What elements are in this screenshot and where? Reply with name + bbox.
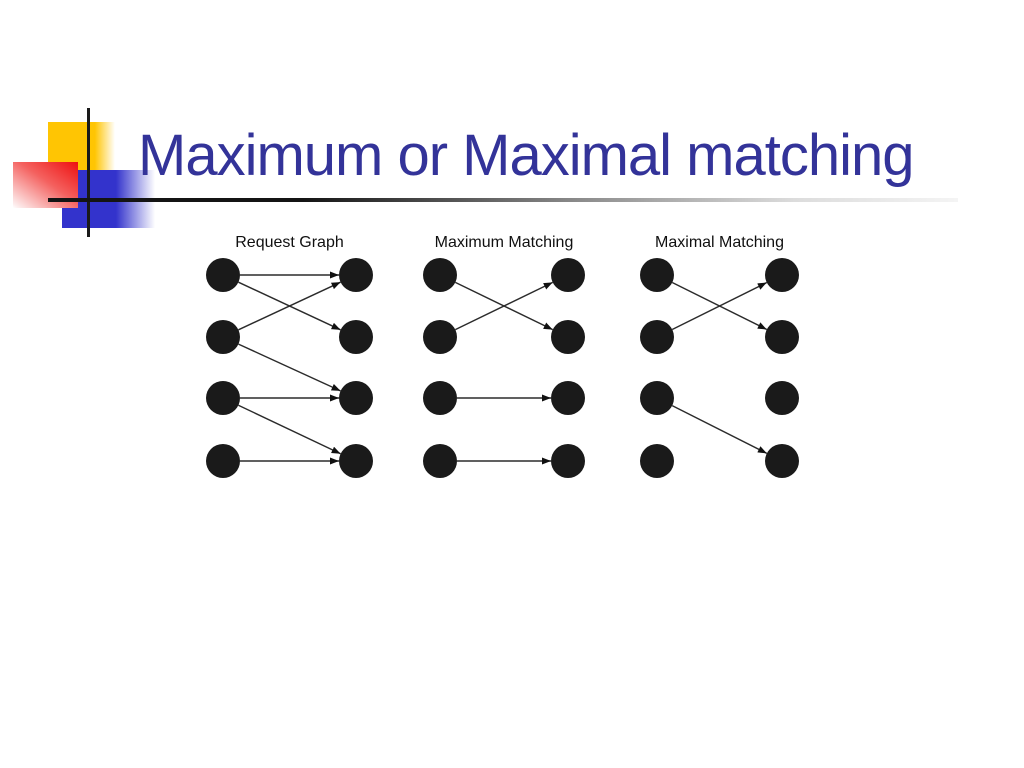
title-underline-rule bbox=[48, 198, 958, 202]
graph-node-0-left-2 bbox=[206, 320, 240, 354]
diagram-label-request-graph: Request Graph bbox=[235, 234, 344, 251]
graph-node-0-left-3 bbox=[206, 381, 240, 415]
diagram-label-maximal-matching: Maximal Matching bbox=[655, 234, 784, 251]
graph-edge-2-L3-R4 bbox=[671, 405, 768, 454]
graph-edge-1-L2-R1 bbox=[454, 281, 554, 331]
graph-node-2-right-3 bbox=[765, 381, 799, 415]
decor-vertical-line bbox=[87, 108, 90, 237]
graph-node-0-right-2 bbox=[339, 320, 373, 354]
graph-node-2-right-1 bbox=[765, 258, 799, 292]
graph-node-1-right-3 bbox=[551, 381, 585, 415]
diagram-label-maximum-matching: Maximum Matching bbox=[434, 234, 574, 251]
graph-node-1-right-1 bbox=[551, 258, 585, 292]
graph-node-1-right-4 bbox=[551, 444, 585, 478]
graph-node-1-left-3 bbox=[423, 381, 457, 415]
graph-node-2-left-2 bbox=[640, 320, 674, 354]
graph-node-2-left-4 bbox=[640, 444, 674, 478]
graph-node-2-left-1 bbox=[640, 258, 674, 292]
graph-node-0-left-4 bbox=[206, 444, 240, 478]
graph-node-1-left-1 bbox=[423, 258, 457, 292]
graph-edge-0-L2-R1 bbox=[238, 281, 341, 331]
graph-node-2-left-3 bbox=[640, 381, 674, 415]
graph-edge-0-L2-R3 bbox=[238, 343, 341, 392]
graph-node-0-left-1 bbox=[206, 258, 240, 292]
graph-node-0-right-1 bbox=[339, 258, 373, 292]
graph-node-2-right-4 bbox=[765, 444, 799, 478]
slide-title: Maximum or Maximal matching bbox=[138, 123, 915, 188]
graph-node-0-right-3 bbox=[339, 381, 373, 415]
graph-edge-2-L2-R1 bbox=[671, 281, 768, 331]
graph-edge-0-L3-R4 bbox=[238, 404, 341, 455]
graph-node-1-left-2 bbox=[423, 320, 457, 354]
graph-node-1-left-4 bbox=[423, 444, 457, 478]
graph-node-2-right-2 bbox=[765, 320, 799, 354]
graph-node-0-right-4 bbox=[339, 444, 373, 478]
graph-node-1-right-2 bbox=[551, 320, 585, 354]
